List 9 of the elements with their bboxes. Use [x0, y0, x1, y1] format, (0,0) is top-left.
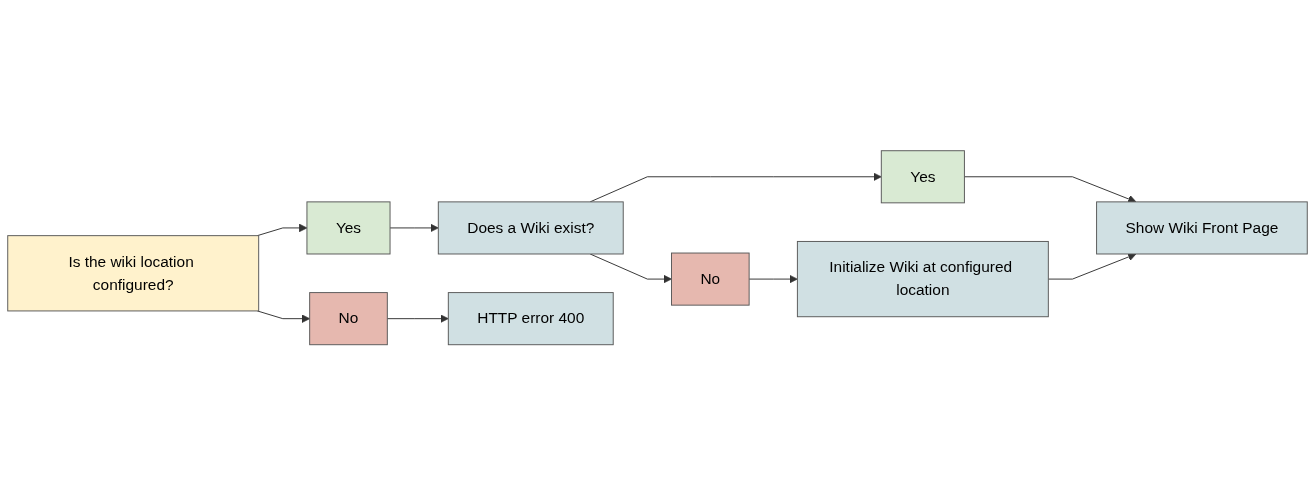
node-box: Is the wiki location configured? [7, 234, 260, 312]
node-box: Yes [880, 150, 965, 204]
node-box: No [671, 252, 750, 306]
node-box: Does a Wiki exist? [437, 201, 624, 255]
node-box: Yes [306, 201, 391, 255]
node-box: HTTP error 400 [447, 291, 614, 345]
node-box: Initialize Wiki at configured location [796, 240, 1049, 317]
node-box: No [309, 291, 388, 345]
node-box: Show Wiki Front Page [1096, 201, 1308, 255]
